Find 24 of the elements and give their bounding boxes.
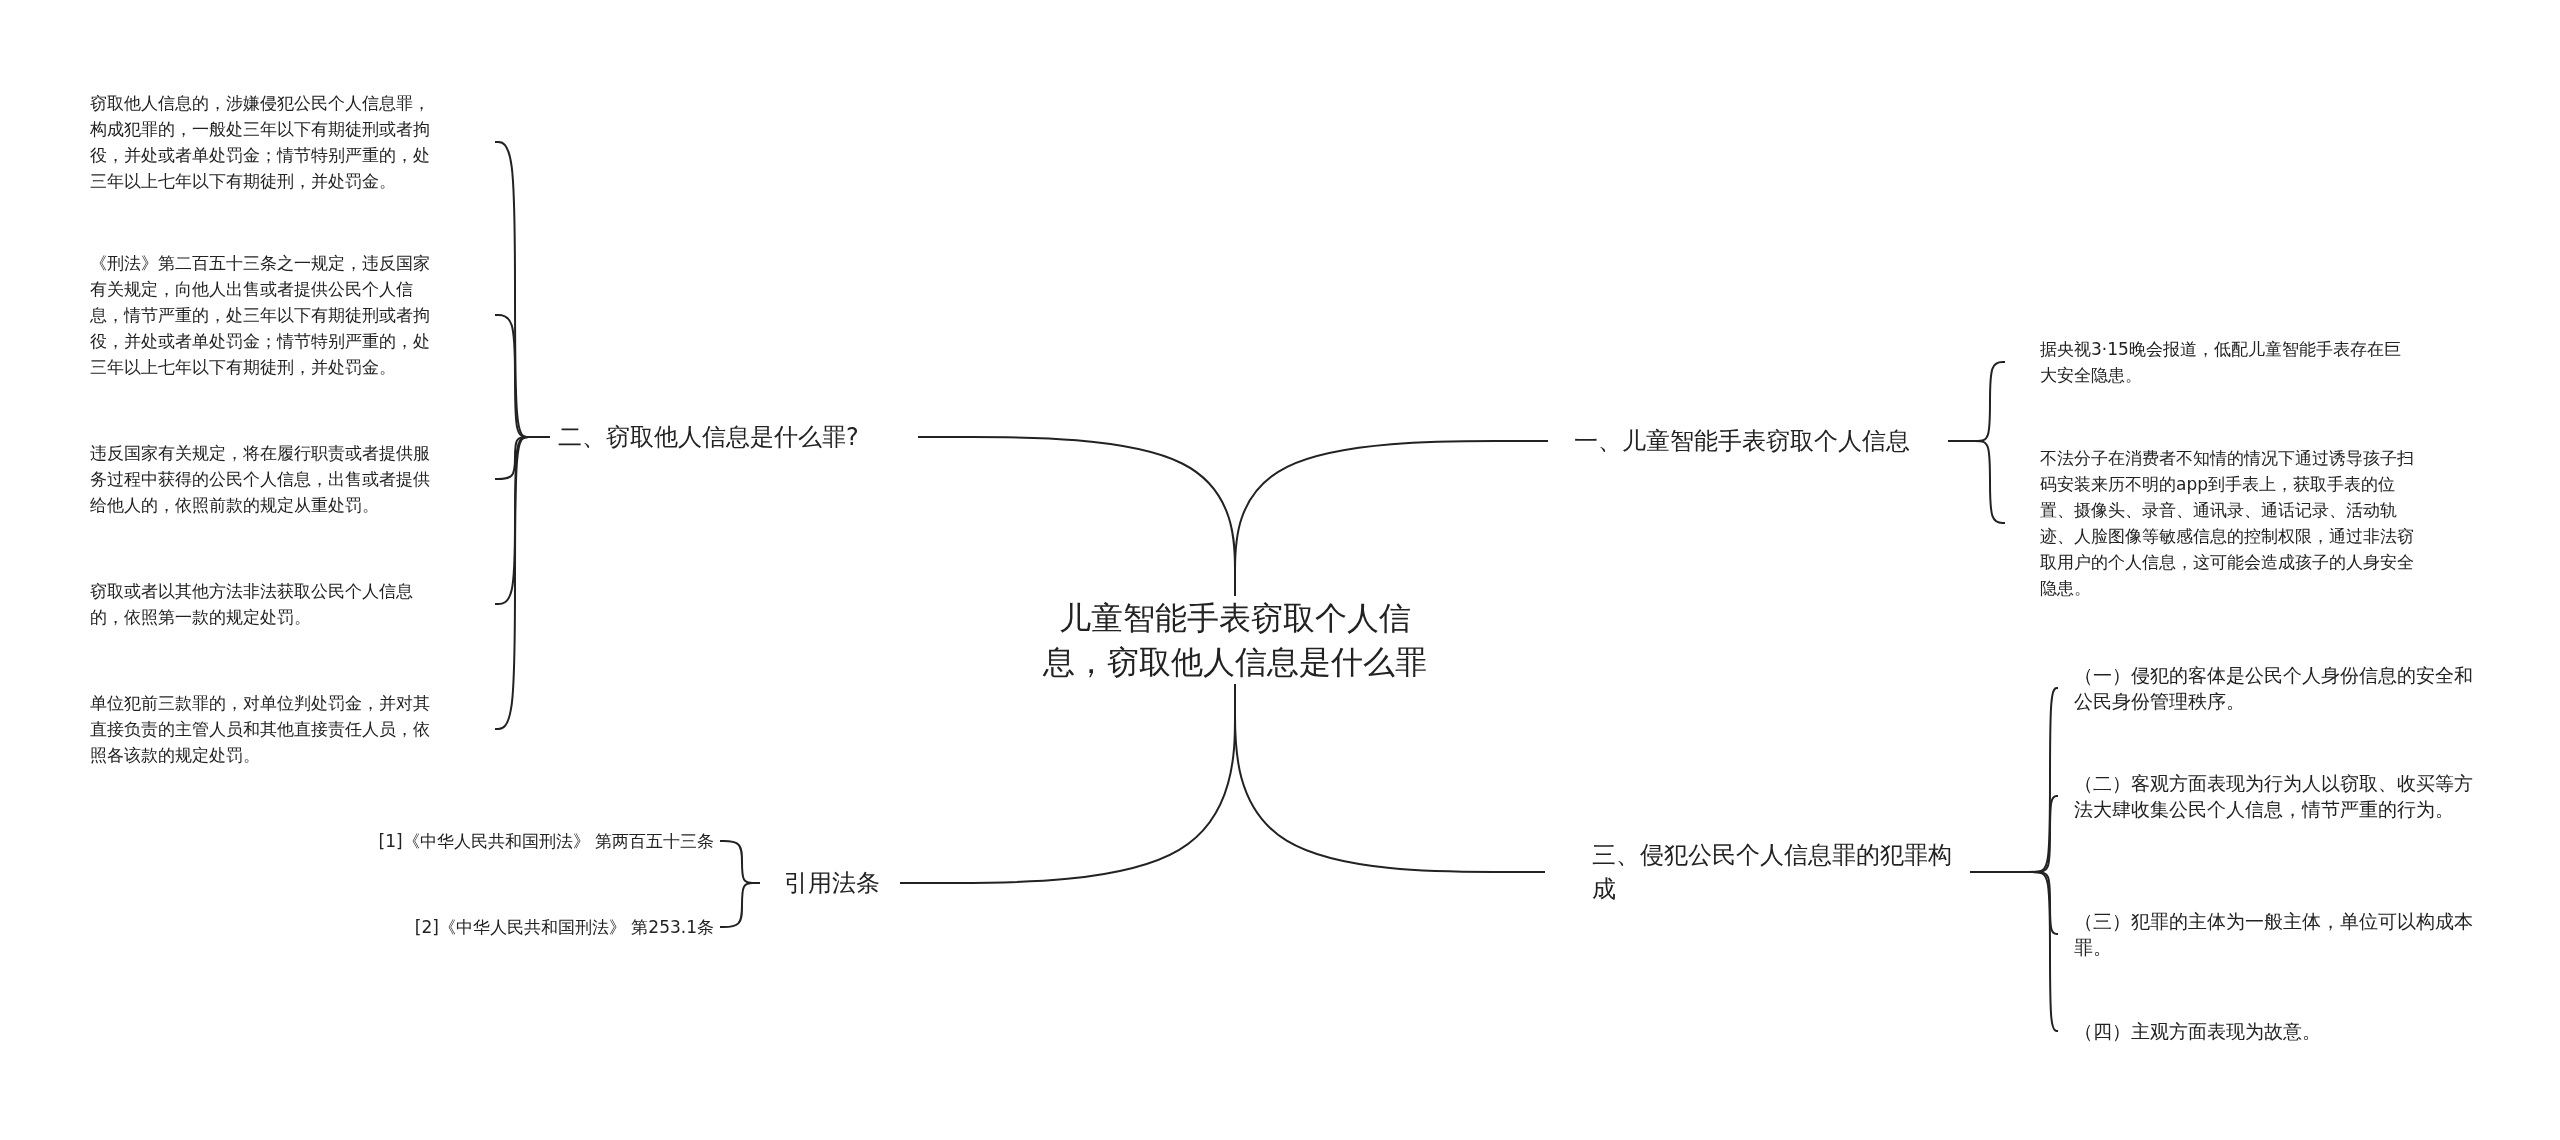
central-topic: 儿童智能手表窃取个人信息，窃取他人信息是什么罪 — [1040, 596, 1430, 684]
leaf-text: 违反国家有关规定，将在履行职责或者提供服务过程中获得的公民个人信息，出售或者提供给他人的，依照前款的规定从重处罚。 — [90, 440, 495, 518]
reference-text: [2]《中华人民共和国刑法》 第253.1条 — [180, 914, 720, 940]
branch-topic: 一、儿童智能手表窃取个人信息 — [1548, 424, 1948, 458]
connector-line — [917, 436, 1236, 597]
connector-line — [1947, 440, 2006, 524]
leaf-text: 不法分子在消费者不知情的情况下通过诱导孩子扫码安装来历不明的app到手表上，获取手表的位置、摄像头、录音、通讯录、通话记录、活动轨迹、人脸图像等敏感信息的控制权限，通过非法窃取用户的个人信息，这可能会造成孩子的人身安全隐患。 — [2005, 445, 2415, 601]
leaf-text: 单位犯前三款罪的，对单位判处罚金，并对其直接负责的主管人员和其他直接责任人员，依照各该款的规定处罚。 — [90, 690, 495, 768]
leaf-text: 据央视3·15晚会报道，低配儿童智能手表存在巨大安全隐患。 — [2005, 336, 2415, 388]
leaf-text: （三）犯罪的主体为一般主体，单位可以构成本罪。 — [2058, 908, 2488, 960]
leaf-text: 窃取或者以其他方法非法获取公民个人信息的，依照第一款的规定处罚。 — [90, 578, 495, 630]
reference-text: [1]《中华人民共和国刑法》 第两百五十三条 — [180, 828, 720, 854]
leaf-text: （一）侵犯的客体是公民个人身份信息的安全和公民身份管理秩序。 — [2058, 662, 2488, 714]
connector-line — [494, 436, 551, 730]
connector-line — [719, 882, 761, 928]
branch-topic: 二、窃取他人信息是什么罪? — [550, 420, 918, 454]
leaf-text: （四）主观方面表现为故意。 — [2058, 1018, 2488, 1044]
leaf-text: 窃取他人信息的，涉嫌侵犯公民个人信息罪，构成犯罪的，一般处三年以下有期徒刑或者拘役，并处或者单处罚金；情节特别严重的，处三年以上七年以下有期徒刑，并处罚金。 — [90, 90, 495, 194]
branch-topic: 三、侵犯公民个人信息罪的犯罪构成 — [1545, 838, 1970, 906]
leaf-text: （二）客观方面表现为行为人以窃取、收买等方法大肆收集公民个人信息，情节严重的行为。 — [2058, 770, 2488, 822]
leaf-text: 《刑法》第二百五十三条之一规定，违反国家有关规定，向他人出售或者提供公民个人信息，情节严重的，处三年以下有期徒刑或者拘役，并处或者单处罚金；情节特别严重的，处三年以上七年以下有期徒刑，并处罚金。 — [90, 250, 495, 380]
connector-line — [1969, 871, 2059, 1032]
connector-line — [1234, 683, 1546, 873]
branch-topic: 引用法条 — [760, 866, 900, 900]
